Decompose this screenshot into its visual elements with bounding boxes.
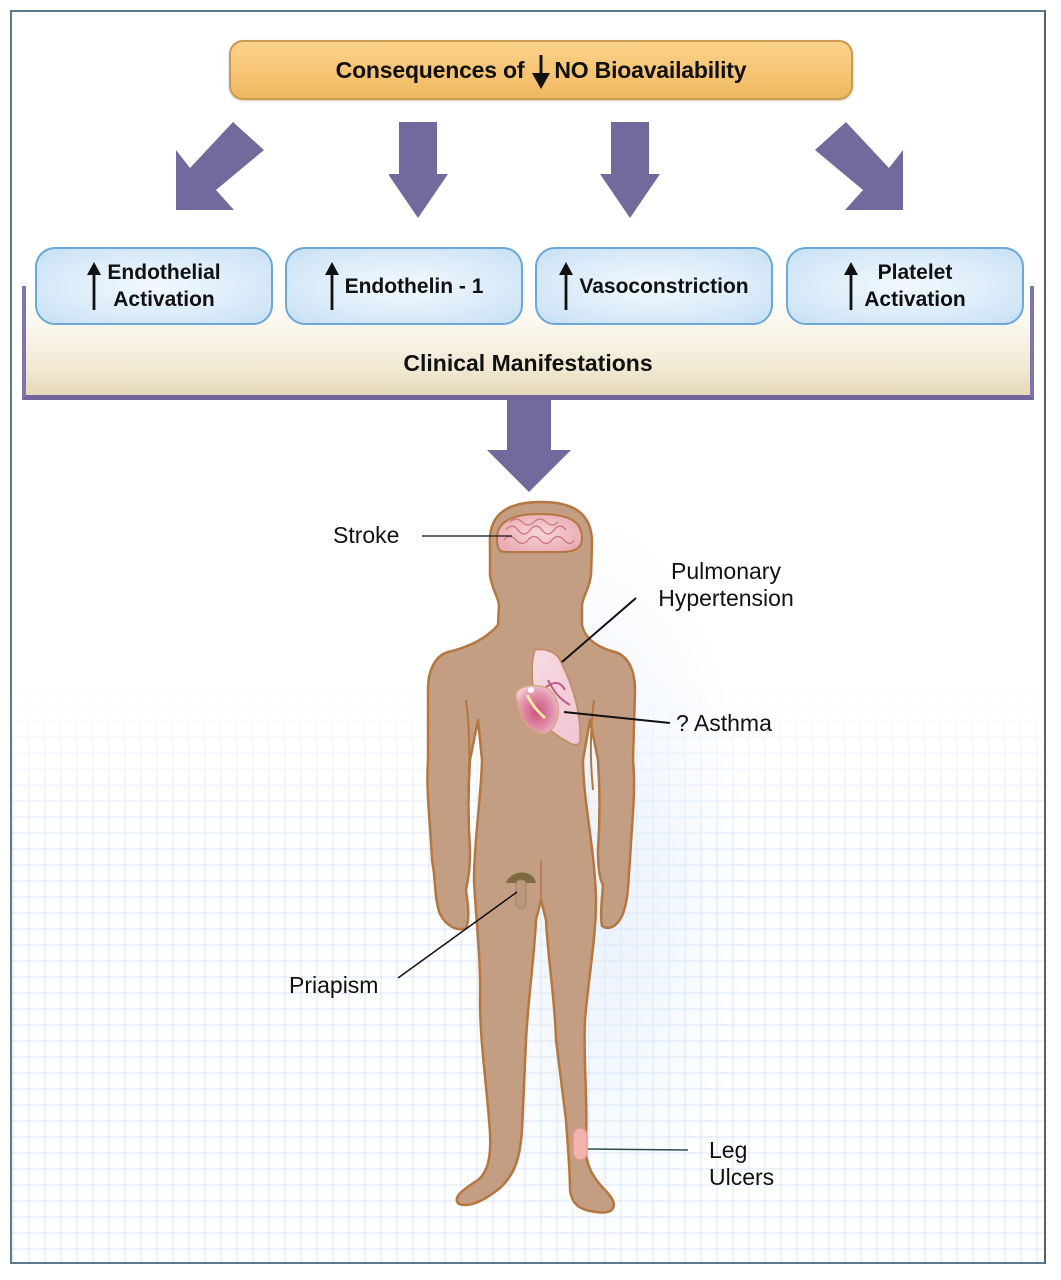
effect-line: Endothelin - 1 bbox=[344, 274, 484, 298]
arrow-down-right-icon bbox=[811, 122, 903, 214]
effect-line: Platelet bbox=[877, 261, 953, 284]
up-arrow-icon bbox=[844, 262, 859, 310]
label-asthma: ? Asthma bbox=[676, 710, 772, 736]
label-line: Leg bbox=[709, 1137, 748, 1163]
title-suffix: NO Bioavailability bbox=[554, 56, 747, 83]
effect-endothelin-1: Endothelin - 1 bbox=[285, 247, 523, 325]
effect-line: Endothelial bbox=[107, 261, 221, 284]
clinical-manifestations-label: Clinical Manifestations bbox=[403, 350, 653, 376]
body-silhouette bbox=[426, 500, 637, 1214]
up-arrow-icon bbox=[324, 262, 339, 310]
effect-line: Activation bbox=[113, 288, 215, 311]
arrow-down-icon bbox=[600, 122, 660, 218]
down-arrow-icon bbox=[532, 55, 551, 89]
priapism-leader-line bbox=[397, 891, 518, 979]
effect-line: Vasoconstriction bbox=[579, 274, 749, 298]
label-line: Hypertension bbox=[658, 585, 794, 611]
effect-line: Activation bbox=[864, 288, 966, 311]
label-leg-ulcers: Leg Ulcers bbox=[709, 1137, 774, 1191]
up-arrow-icon bbox=[559, 262, 574, 310]
asthma-leader-line bbox=[563, 711, 671, 724]
title-prefix: Consequences of bbox=[335, 56, 525, 83]
arrow-down-icon bbox=[389, 122, 449, 218]
title-box: Consequences of NO Bioavailability bbox=[229, 40, 853, 100]
label-priapism: Priapism bbox=[289, 972, 379, 998]
label-stroke: Stroke bbox=[333, 522, 400, 548]
label-line: Pulmonary bbox=[671, 558, 781, 584]
genital-icon bbox=[506, 872, 536, 909]
brain-icon bbox=[495, 512, 584, 553]
label-line: Ulcers bbox=[709, 1164, 775, 1190]
effect-vasoconstriction: Vasoconstriction bbox=[535, 247, 773, 325]
up-arrow-icon bbox=[87, 262, 102, 310]
pulmonary-hypertension-leader-line bbox=[561, 597, 637, 663]
arrow-down-to-body-icon bbox=[485, 400, 573, 492]
leg-ulcer-icon bbox=[572, 1127, 588, 1161]
leg-ulcers-leader-line bbox=[587, 1148, 689, 1151]
arrow-down-left-icon bbox=[176, 122, 268, 214]
lung-heart-icon bbox=[515, 648, 581, 746]
label-pulmonary-hypertension: Pulmonary Hypertension bbox=[646, 558, 806, 612]
